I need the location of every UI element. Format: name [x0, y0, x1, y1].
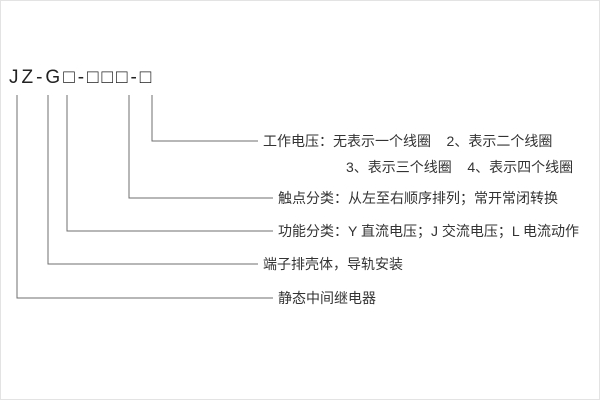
- label-housing: 端子排壳体，导轨安装: [263, 256, 403, 272]
- connector-line-function-classification: [66, 95, 273, 232]
- model-code: JZ-G□-□□□-□: [9, 67, 155, 88]
- label-function-classification: 功能分类：Y 直流电压；J 交流电压；L 电流动作: [278, 223, 580, 239]
- connector-line-housing: [47, 95, 258, 265]
- label-contact-classification: 触点分类：从左至右顺序排列；常开常闭转换: [278, 190, 558, 206]
- label-working-voltage-line2: 3、表示三个线圈 4、表示四个线圈: [346, 159, 574, 175]
- connector-line-relay-type: [16, 95, 273, 299]
- label-working-voltage-line1: 工作电压：无表示一个线圈 2、表示二个线圈: [263, 133, 553, 149]
- connector-line-contact-classification: [128, 95, 273, 199]
- label-relay-type: 静态中间继电器: [278, 290, 376, 306]
- connector-line-working-voltage: [151, 95, 258, 142]
